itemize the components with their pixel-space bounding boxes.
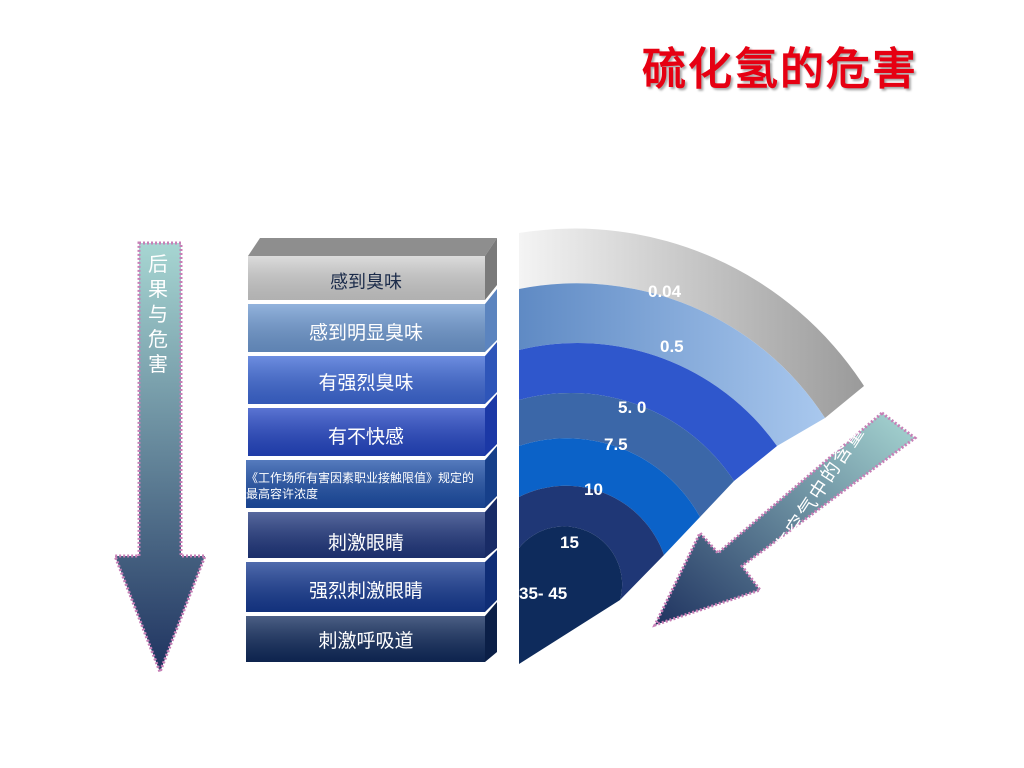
step-block-0	[248, 238, 497, 300]
step-label: 《工作场所有害因素职业接触限值》规定的最高容许浓度	[246, 471, 475, 501]
step-label: 感到臭味	[330, 272, 402, 293]
ring-band-1	[519, 283, 825, 446]
step-block-3	[248, 394, 497, 456]
step-block-2	[248, 342, 497, 404]
ring-band-6	[519, 526, 623, 664]
concentration-rings	[519, 228, 864, 664]
step-block-7	[246, 602, 497, 662]
step-label: 感到明显臭味	[308, 322, 423, 344]
consequence-char: 果	[148, 277, 168, 301]
consequence-char: 后	[148, 252, 168, 276]
consequence-char: 害	[148, 352, 168, 376]
ring-band-0	[519, 228, 864, 418]
ring-value: 35- 45	[519, 584, 568, 603]
diagonal-arrow-icon	[652, 411, 918, 628]
consequence-arrow-label: 后 果 与 危 害	[143, 252, 173, 377]
step-label: 有强烈臭味	[318, 372, 414, 394]
ring-band-4	[519, 438, 700, 555]
step-block-6	[246, 550, 497, 612]
step-block-5	[248, 498, 497, 558]
consequence-char: 与	[148, 302, 168, 326]
effects-staircase	[246, 238, 497, 662]
ring-band-2	[519, 342, 777, 481]
step-block-4	[246, 446, 497, 508]
step-block-1	[248, 289, 497, 352]
ring-value: 5. 0	[618, 398, 647, 417]
step-label: 有不快感	[327, 426, 404, 448]
ring-value: 10	[584, 480, 603, 499]
consequence-char: 危	[148, 327, 168, 351]
ring-band-3	[519, 392, 734, 517]
ring-band-5	[519, 485, 664, 600]
ring-value: 7.5	[604, 435, 628, 454]
ring-value: 0.04	[648, 282, 682, 301]
ring-value: 0.5	[660, 337, 684, 356]
ring-value: 15	[560, 533, 579, 552]
step-label: 强烈刺激眼睛	[308, 580, 423, 602]
step-label: 刺激眼睛	[327, 532, 404, 554]
step-label: 刺激呼吸道	[318, 630, 414, 652]
page-title: 硫化氢的危害	[642, 44, 918, 95]
down-arrow-icon	[112, 241, 208, 677]
